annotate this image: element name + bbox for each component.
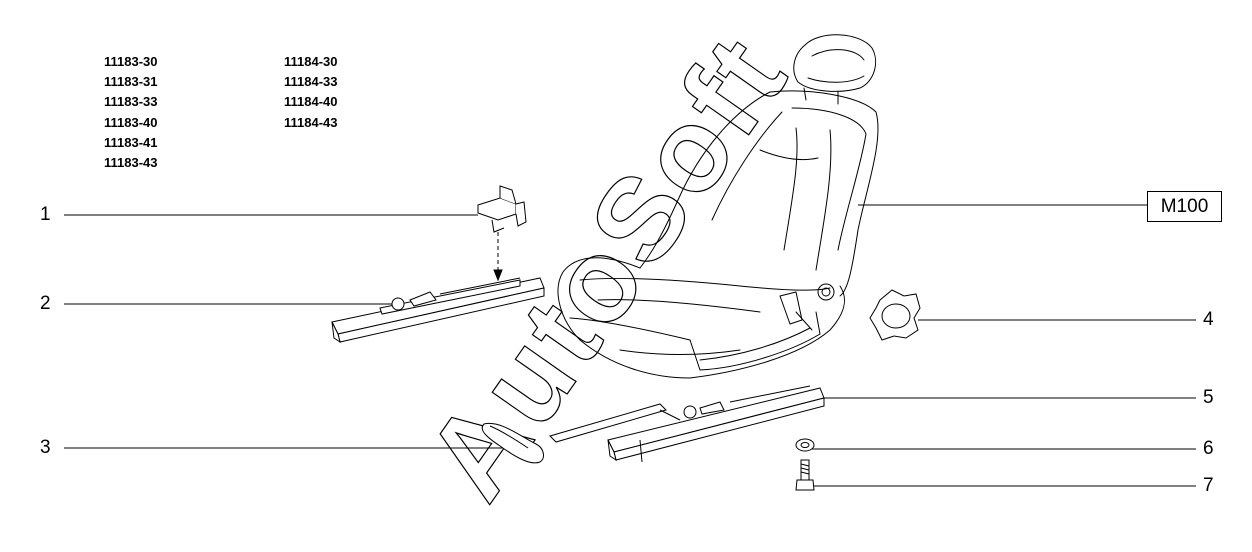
callout-1: 1 <box>40 204 51 225</box>
reference-label-box: M100 <box>1147 191 1222 222</box>
part-1-bracket <box>477 185 527 282</box>
svg-text:AutoSoft: AutoSoft <box>401 12 813 522</box>
leader-lines <box>64 204 1196 487</box>
model-codes-right: 11184-30 11184-33 11184-40 11184-43 <box>284 52 338 133</box>
part-6-washer <box>795 438 815 452</box>
model-code: 11183-43 <box>104 155 158 171</box>
seat-illustration <box>557 34 879 379</box>
watermark-logo: AutoSoft <box>401 12 814 523</box>
model-code: 11184-40 <box>284 94 338 110</box>
part-3-lever <box>481 422 544 464</box>
model-code: 11183-40 <box>104 114 158 130</box>
callout-6: 6 <box>1203 438 1214 459</box>
model-code: 11183-30 <box>104 54 158 69</box>
callout-2: 2 <box>40 293 51 314</box>
model-code: 11184-33 <box>284 74 338 90</box>
callout-3: 3 <box>40 437 51 458</box>
part-5-rail <box>549 385 825 463</box>
callout-4: 4 <box>1203 309 1214 330</box>
callout-5: 5 <box>1203 387 1214 408</box>
part-4-knob <box>869 289 921 341</box>
model-codes-left: 11183-30 11183-31 11183-33 11183-40 1118… <box>104 52 158 173</box>
model-code: 11184-43 <box>284 114 338 130</box>
callout-7: 7 <box>1203 475 1214 496</box>
part-2-rail <box>331 277 545 344</box>
model-code: 11183-33 <box>104 94 158 110</box>
part-7-bolt <box>795 459 815 491</box>
model-code: 11183-31 <box>104 74 158 90</box>
model-code: 11184-30 <box>284 54 338 69</box>
model-code: 11183-41 <box>104 134 158 150</box>
